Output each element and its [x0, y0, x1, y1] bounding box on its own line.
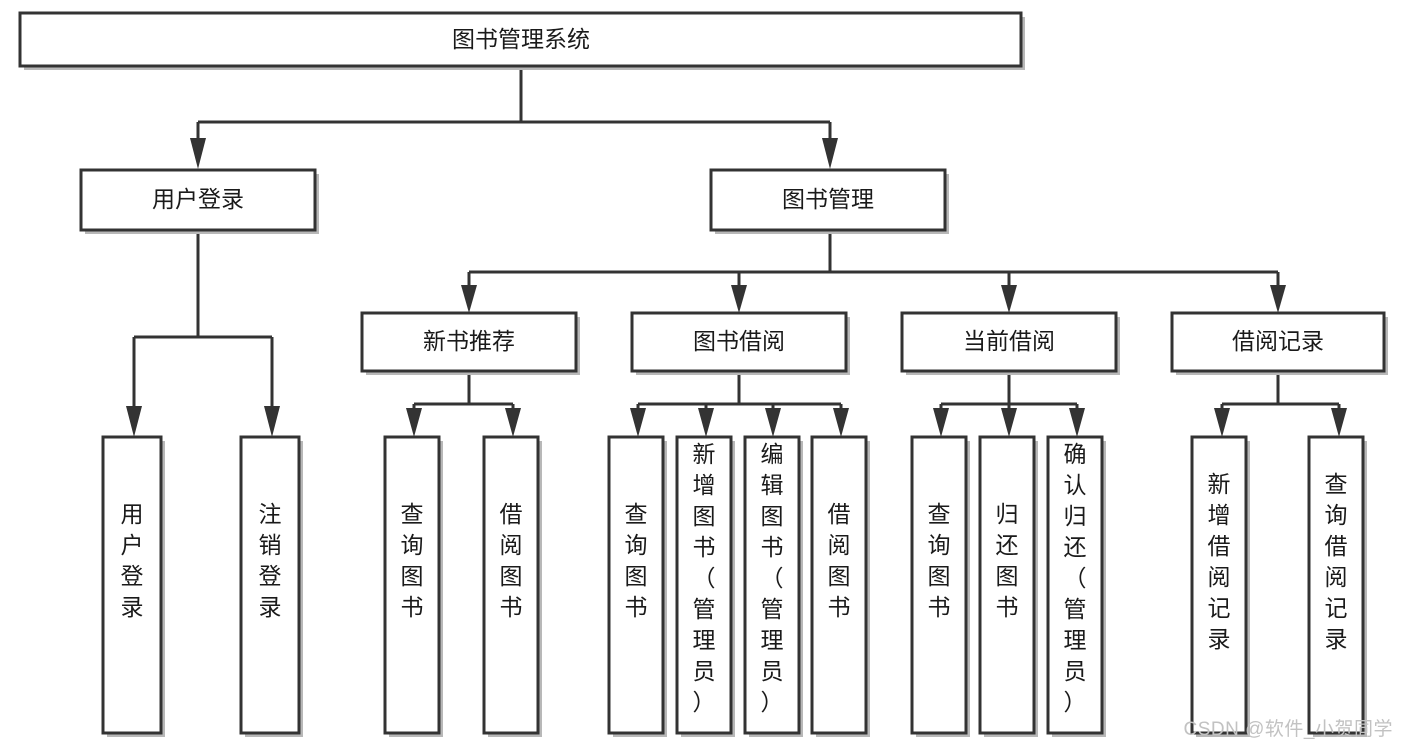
node-leaf-13-label: 查询借阅记录 [1325, 471, 1348, 652]
arrowhead-leaf-3 [406, 408, 422, 437]
node-leaf-10-label: 归还图书 [996, 501, 1019, 620]
node-leaf-10[interactable]: 归还图书 [978, 435, 1038, 737]
node-leaf-10-box [978, 435, 1036, 735]
node-book-admin-label: 图书管理 [782, 186, 874, 212]
node-root-box [18, 11, 1023, 68]
node-leaf-12[interactable]: 新增借阅记录 [1190, 435, 1250, 737]
node-book-borrow[interactable]: 图书借阅 [630, 311, 850, 375]
arrowhead-leaf-6 [698, 408, 714, 437]
node-leaf-1[interactable]: 用户登录 [101, 435, 165, 737]
arrowhead-current-borrow [1001, 285, 1017, 313]
node-leaf-7-box [743, 435, 801, 735]
arrowhead-leaf-11 [1069, 408, 1085, 437]
node-leaf-12-label: 新增借阅记录 [1208, 471, 1231, 652]
node-leaf-9-label: 查询图书 [928, 501, 951, 620]
node-leaf-8-label: 借阅图书 [828, 501, 851, 620]
node-leaf-6[interactable]: 新增图书（管理员） [675, 435, 735, 737]
node-borrow-record-label: 借阅记录 [1232, 328, 1324, 354]
node-leaf-4-box [482, 435, 540, 735]
arrowhead-leaf-13 [1331, 408, 1347, 437]
csdn-watermark: CSDN @软件_小贺同学 [1183, 719, 1393, 740]
node-borrow-record[interactable]: 借阅记录 [1170, 311, 1388, 375]
node-leaf-13-box [1307, 435, 1365, 735]
node-leaf-11-box [1046, 435, 1104, 735]
connector-layer [126, 68, 1347, 437]
node-leaf-5-box [607, 435, 665, 735]
node-current-borrow-box [900, 311, 1118, 373]
node-leaf-7-label: 编辑图书（管理员） [761, 441, 784, 715]
node-leaf-11-label: 确认归还（管理员） [1064, 441, 1087, 715]
node-leaf-4-label: 借阅图书 [500, 501, 523, 620]
node-leaf-2-box [239, 435, 301, 735]
node-borrow-record-box [1170, 311, 1386, 373]
node-leaf-7[interactable]: 编辑图书（管理员） [743, 435, 803, 737]
arrowhead-leaf-1 [126, 406, 142, 437]
node-leaf-11[interactable]: 确认归还（管理员） [1046, 435, 1106, 737]
arrowhead-leaf-4 [505, 408, 521, 437]
node-leaf-5[interactable]: 查询图书 [607, 435, 667, 737]
node-root-label: 图书管理系统 [452, 26, 590, 52]
node-book-borrow-label: 图书借阅 [693, 328, 785, 354]
arrowhead-new-book-rec [461, 285, 477, 313]
node-leaf-5-label: 查询图书 [625, 501, 648, 620]
arrowhead-leaf-7 [765, 408, 781, 437]
node-leaf-8[interactable]: 借阅图书 [810, 435, 870, 737]
node-book-admin-box [709, 168, 947, 232]
node-new-book-rec-box [360, 311, 578, 373]
node-leaf-13[interactable]: 查询借阅记录 [1307, 435, 1367, 737]
node-book-borrow-box [630, 311, 848, 373]
node-leaf-4[interactable]: 借阅图书 [482, 435, 542, 737]
node-leaf-8-box [810, 435, 868, 735]
node-leaf-3-label: 查询图书 [401, 501, 424, 620]
node-leaf-2-label: 注销登录 [259, 501, 282, 620]
node-leaf-9-box [910, 435, 968, 735]
leaf-nodes-layer: 用户登录 注销登录 查询图书 借阅图书 查询图书 [101, 435, 1367, 737]
arrowhead-leaf-5 [630, 408, 646, 437]
arrowhead-user-login [190, 138, 206, 169]
arrowhead-book-borrow [731, 285, 747, 313]
arrowhead-leaf-10 [1001, 408, 1017, 437]
node-leaf-6-box [675, 435, 733, 735]
node-leaf-6-label: 新增图书（管理员） [693, 441, 716, 715]
arrowhead-leaf-12 [1214, 408, 1230, 437]
node-leaf-3-box [383, 435, 441, 735]
node-new-book-rec[interactable]: 新书推荐 [360, 311, 580, 375]
arrowhead-leaf-9 [933, 408, 949, 437]
node-current-borrow-label: 当前借阅 [963, 328, 1055, 354]
node-leaf-3[interactable]: 查询图书 [383, 435, 443, 737]
arrowhead-leaf-8 [833, 408, 849, 437]
node-leaf-2[interactable]: 注销登录 [239, 435, 303, 737]
node-user-login-box [79, 168, 317, 232]
node-leaf-12-box [1190, 435, 1248, 735]
node-leaf-1-box [101, 435, 163, 735]
node-user-login-label: 用户登录 [152, 186, 244, 212]
node-user-login[interactable]: 用户登录 [79, 168, 319, 234]
arrowhead-leaf-2 [264, 406, 280, 437]
node-book-admin[interactable]: 图书管理 [709, 168, 949, 234]
node-leaf-9[interactable]: 查询图书 [910, 435, 970, 737]
arrowhead-book-admin [822, 138, 838, 169]
node-leaf-1-label: 用户登录 [121, 501, 144, 620]
node-new-book-rec-label: 新书推荐 [423, 328, 515, 354]
node-current-borrow[interactable]: 当前借阅 [900, 311, 1120, 375]
arrowhead-borrow-record [1270, 285, 1286, 313]
node-root[interactable]: 图书管理系统 [18, 11, 1025, 70]
